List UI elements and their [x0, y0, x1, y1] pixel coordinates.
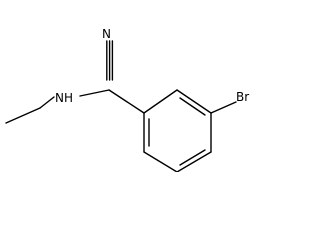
ring-bond-1 [143, 89, 178, 114]
bond-ring-to-bromine [210, 101, 237, 114]
bond-alpha-to-amine [79, 89, 110, 97]
ring-bond-2 [176, 89, 212, 114]
molecule-diagram: N NH Br [5, 27, 249, 172]
ring-double-1 [179, 97, 206, 116]
bond-ethyl-chain [5, 107, 41, 124]
atom-label-bromine: Br [236, 90, 249, 104]
ring-bond-4 [176, 151, 212, 172]
ring-double-2 [179, 149, 206, 166]
atom-label-nitrile-n: N [102, 27, 111, 41]
bond-alpha-to-ring [108, 89, 145, 114]
ring-bond-5 [143, 151, 178, 172]
bond-amine-to-ethyl [39, 96, 55, 109]
atom-label-amine: NH [55, 91, 73, 105]
structure-canvas: N NH Br [5, 27, 249, 172]
